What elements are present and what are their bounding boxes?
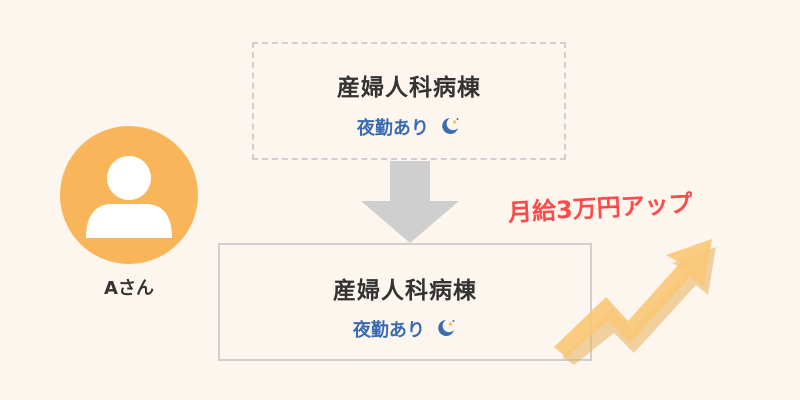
before-ward-box: 産婦人科病棟 夜勤あり [252, 42, 566, 160]
before-shift-line: 夜勤あり [254, 114, 564, 141]
before-ward-title: 産婦人科病棟 [337, 75, 481, 101]
trend-up-arrow-icon [554, 239, 716, 365]
after-ward-title: 産婦人科病棟 [333, 278, 477, 304]
after-ward-box: 産婦人科病棟 夜勤あり [218, 243, 592, 361]
after-shift-line: 夜勤あり [220, 316, 590, 343]
moon-stars-icon [435, 318, 457, 343]
person-icon [60, 126, 198, 264]
moon-stars-icon [439, 116, 461, 141]
down-arrow-icon [361, 161, 459, 243]
after-shift-label: 夜勤あり [352, 320, 425, 341]
salary-raise-label: 月給3万円アップ [507, 189, 694, 227]
before-shift-label: 夜勤あり [356, 118, 429, 139]
person-name-label: Aさん [104, 278, 154, 299]
